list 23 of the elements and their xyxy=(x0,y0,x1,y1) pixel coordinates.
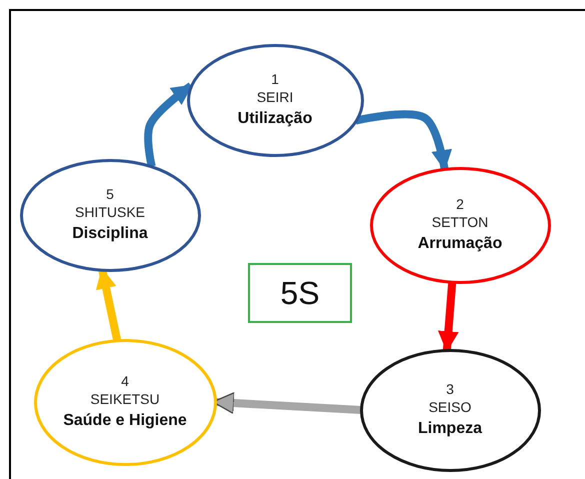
arrow xyxy=(354,110,452,171)
step-number: 5 xyxy=(106,186,114,204)
step-ellipse xyxy=(370,166,550,284)
title-box xyxy=(248,263,352,323)
step-label: Arrumação xyxy=(418,234,502,254)
step-label: Limpeza xyxy=(418,419,482,439)
step-number: 3 xyxy=(446,381,454,398)
step-label: Saúde e Higiene xyxy=(63,411,187,431)
step-name: SEIRI xyxy=(256,88,294,106)
step-name: SHITUSKE xyxy=(74,204,145,221)
step-number: 4 xyxy=(121,373,129,390)
step-ellipse xyxy=(186,44,364,156)
title-text: 5S xyxy=(280,274,320,313)
step-number: 2 xyxy=(456,196,464,214)
step-name: SEISO xyxy=(428,398,472,416)
step-number: 1 xyxy=(271,71,279,88)
step-name: SETTON xyxy=(432,214,488,231)
step-label: Disciplina xyxy=(72,224,148,244)
step-ellipse xyxy=(34,338,216,466)
step-ellipse xyxy=(20,158,200,272)
step-name: SEIKETSU xyxy=(90,390,160,408)
step-ellipse xyxy=(360,348,540,472)
step-label: Utilização xyxy=(238,109,312,129)
